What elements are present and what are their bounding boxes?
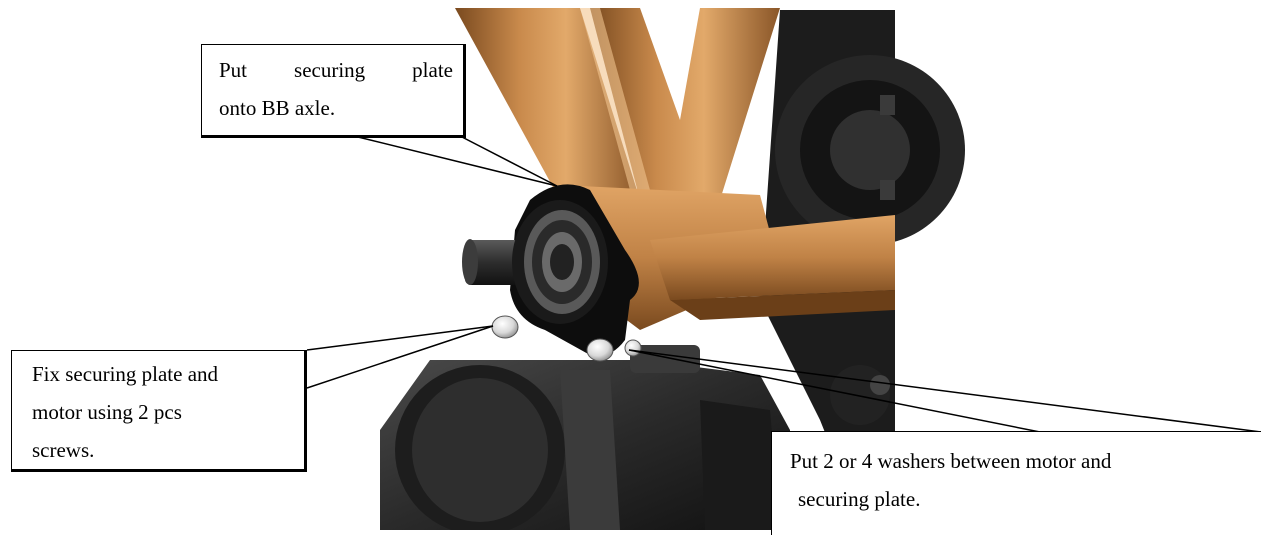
screw-left (491, 315, 519, 339)
callout-securing-plate-line2: onto BB axle. (219, 96, 336, 120)
callout-fix-screws: Fix securing plate and motor using 2 pcs… (11, 350, 307, 472)
callout-securing-plate-line1: Put securing plate (219, 58, 453, 82)
callout-fix-screws-line1: Fix securing plate and (32, 362, 219, 386)
bike-frame (455, 8, 895, 330)
washer (624, 339, 642, 357)
chainring (760, 10, 965, 470)
screw-right (586, 338, 614, 362)
bb-axle (462, 200, 608, 324)
callout-fix-screws-line2: motor using 2 pcs (32, 400, 182, 424)
callout-washers: Put 2 or 4 washers between motor and sec… (771, 431, 1261, 535)
callout-securing-plate: Put securing plate onto BB axle. (201, 44, 466, 138)
leader-lines (306, 136, 1261, 433)
callout-washers-line2: securing plate. (798, 487, 921, 511)
callout-fix-screws-line3: screws. (32, 438, 95, 462)
callout-washers-line1: Put 2 or 4 washers between motor and (790, 449, 1112, 473)
motor (380, 345, 790, 530)
